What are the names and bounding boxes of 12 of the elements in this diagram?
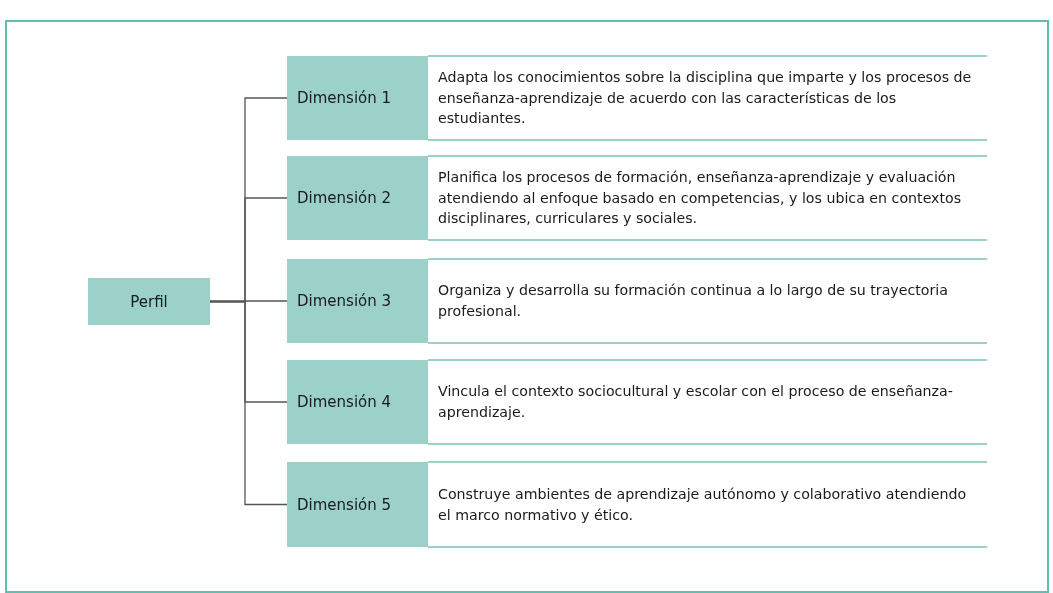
- description-text: Organiza y desarrolla su formación continua a lo largo de su trayectoria profesional.: [428, 258, 987, 344]
- dimension-box: Dimensión 1: [287, 56, 428, 140]
- description-text: Construye ambientes de aprendizaje autónomo y colaborativo atendiendo el marco normativo y ético.: [428, 461, 987, 548]
- description-text: Adapta los conocimientos sobre la disciplina que imparte y los procesos de enseñanza-aprendizaje de acuerdo con las características de los estudiantes.: [428, 55, 987, 141]
- description-text: Planifica los procesos de formación, enseñanza-aprendizaje y evaluación atendiendo al enfoque basado en competencias, y los ubica en contextos disciplinares, curriculares y sociales.: [428, 155, 987, 241]
- root-box: Perfil: [88, 278, 210, 325]
- dimension-box: Dimensión 2: [287, 156, 428, 240]
- connector-line: [209, 300, 288, 506]
- dimension-box: Dimensión 4: [287, 360, 428, 444]
- dimension-box: Dimensión 3: [287, 259, 428, 343]
- dimension-box: Dimensión 5: [287, 462, 428, 547]
- description-text: Vincula el contexto sociocultural y escolar con el proceso de enseñanza-aprendizaje.: [428, 359, 987, 445]
